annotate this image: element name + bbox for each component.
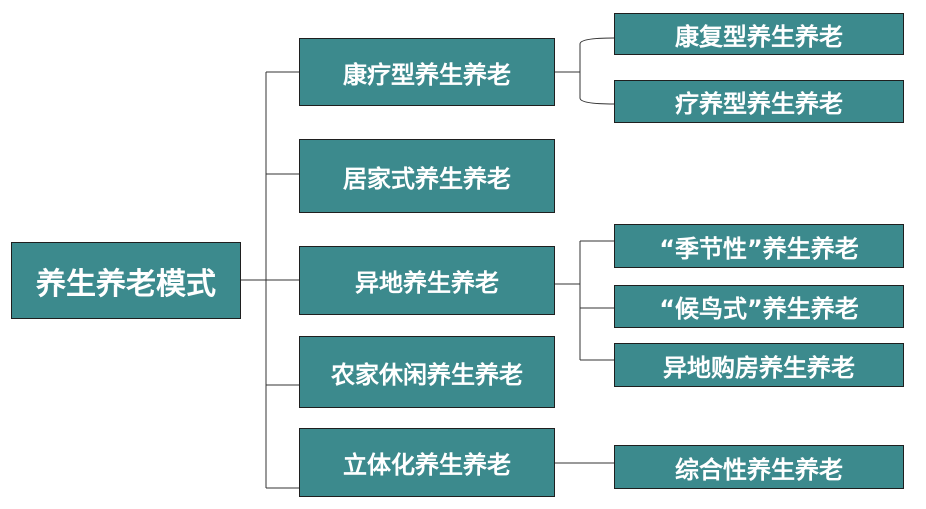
connector-b1-brace bbox=[579, 37, 615, 105]
leaf-node-1-2: 疗养型养生养老 bbox=[614, 80, 904, 123]
branch-node-5: 立体化养生养老 bbox=[299, 428, 555, 497]
branch-node-2: 居家式养生养老 bbox=[299, 139, 555, 213]
leaf-node-3-2: “候鸟式”养生养老 bbox=[614, 285, 904, 328]
leaf-node-3-1: “季节性”养生养老 bbox=[614, 224, 904, 268]
branch-node-4: 农家休闲养生养老 bbox=[299, 336, 555, 408]
leaf-node-3-3: 异地购房养生养老 bbox=[614, 343, 904, 387]
leaf-node-1-1: 康复型养生养老 bbox=[614, 13, 904, 55]
branch-node-3: 异地养生养老 bbox=[299, 246, 555, 315]
leaf-node-5-1: 综合性养生养老 bbox=[614, 445, 904, 489]
branch-node-1: 康疗型养生养老 bbox=[299, 38, 555, 106]
root-node: 养生养老模式 bbox=[11, 242, 241, 319]
